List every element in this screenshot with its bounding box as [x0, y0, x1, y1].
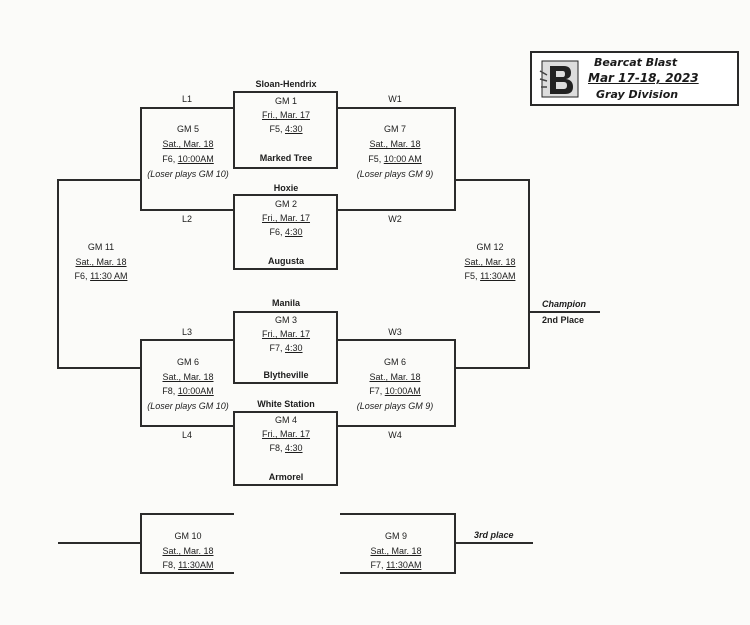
game-6-right-bracket	[337, 339, 456, 427]
team-sloan-hendrix: Sloan-Hendrix	[255, 79, 317, 89]
game-2-name: GM 2	[274, 199, 298, 209]
champion-label: Champion	[542, 299, 586, 309]
game-12-slot: F5, 11:30AM	[464, 271, 516, 281]
game-4-box	[233, 411, 338, 486]
game-7-slot: F5, 10:00 AM	[368, 154, 422, 164]
game-1-box	[233, 91, 338, 169]
game-1-slot: F5, 4:30	[269, 124, 303, 134]
game-12-date: Sat., Mar. 18	[464, 257, 516, 267]
game-10-date: Sat., Mar. 18	[162, 546, 214, 556]
game-6-left-note: (Loser plays GM 10)	[147, 401, 229, 411]
game-9-name: GM 9	[384, 531, 408, 541]
game-6-right-slot: F7, 10:00AM	[369, 386, 421, 396]
game-3-box	[233, 311, 338, 384]
game-12-bracket	[455, 179, 530, 369]
game-11-bracket	[57, 179, 141, 369]
team-blytheville: Blytheville	[263, 370, 309, 380]
game-4-name: GM 4	[274, 415, 298, 425]
game-1-name: GM 1	[274, 96, 298, 106]
team-manila: Manila	[271, 298, 301, 308]
game-7-bracket	[337, 107, 456, 211]
game-2-box	[233, 194, 338, 270]
game-6-right-note: (Loser plays GM 9)	[356, 401, 434, 411]
game-9-date: Sat., Mar. 18	[370, 546, 422, 556]
third-place-label: 3rd place	[474, 530, 514, 540]
game-5-name: GM 5	[176, 124, 200, 134]
game-6-left-slot: F8, 10:00AM	[162, 386, 214, 396]
game-7-note: (Loser plays GM 9)	[356, 169, 434, 179]
label-w3: W3	[388, 327, 402, 337]
label-l2: L2	[181, 214, 193, 224]
game-5-bracket	[140, 107, 234, 211]
label-l3: L3	[181, 327, 193, 337]
game-3-name: GM 3	[274, 315, 298, 325]
game-7-date: Sat., Mar. 18	[369, 139, 421, 149]
team-white-station: White Station	[257, 399, 315, 409]
game-3-slot: F7, 4:30	[269, 343, 303, 353]
game-7-name: GM 7	[383, 124, 407, 134]
game-11-date: Sat., Mar. 18	[75, 257, 127, 267]
game-3-date: Fri., Mar. 17	[261, 329, 311, 339]
game-10-slot: F8, 11:30AM	[162, 560, 214, 570]
game-6-left-bracket	[140, 339, 234, 427]
game-12-name: GM 12	[476, 242, 504, 252]
game-4-slot: F8, 4:30	[269, 443, 303, 453]
game-5-slot: F6, 10:00AM	[162, 154, 214, 164]
game-11-slot: F6, 11:30 AM	[74, 271, 128, 281]
game-1-date: Fri., Mar. 17	[261, 110, 311, 120]
label-l4: L4	[181, 430, 193, 440]
game-5-date: Sat., Mar. 18	[162, 139, 214, 149]
game-10-name: GM 10	[174, 531, 202, 541]
team-augusta: Augusta	[268, 256, 304, 266]
game-2-date: Fri., Mar. 17	[261, 213, 311, 223]
game-6-right-name: GM 6	[383, 357, 407, 367]
label-l1: L1	[181, 94, 193, 104]
second-place-label: 2nd Place	[542, 315, 585, 325]
game-5-note: (Loser plays GM 10)	[147, 169, 229, 179]
label-w1: W1	[388, 94, 402, 104]
label-w2: W2	[388, 214, 402, 224]
division-name: Gray Division	[596, 88, 679, 101]
game-6-left-date: Sat., Mar. 18	[162, 372, 214, 382]
tournament-logo-box: Bearcat Blast Mar 17-18, 2023 Gray Divis…	[530, 51, 739, 106]
team-marked-tree: Marked Tree	[259, 153, 313, 163]
game-6-left-name: GM 6	[176, 357, 200, 367]
bearcat-b-logo-icon	[539, 60, 579, 98]
game-2-slot: F6, 4:30	[269, 227, 303, 237]
label-w4: W4	[388, 430, 402, 440]
game-11-name: GM 11	[87, 242, 115, 252]
game-4-date: Fri., Mar. 17	[261, 429, 311, 439]
team-armorel: Armorel	[268, 472, 304, 482]
tournament-dates: Mar 17-18, 2023	[588, 71, 699, 85]
team-hoxie: Hoxie	[273, 183, 299, 193]
game-6-right-date: Sat., Mar. 18	[369, 372, 421, 382]
game-9-slot: F7, 11:30AM	[370, 560, 422, 570]
tournament-title: Bearcat Blast	[594, 56, 678, 69]
